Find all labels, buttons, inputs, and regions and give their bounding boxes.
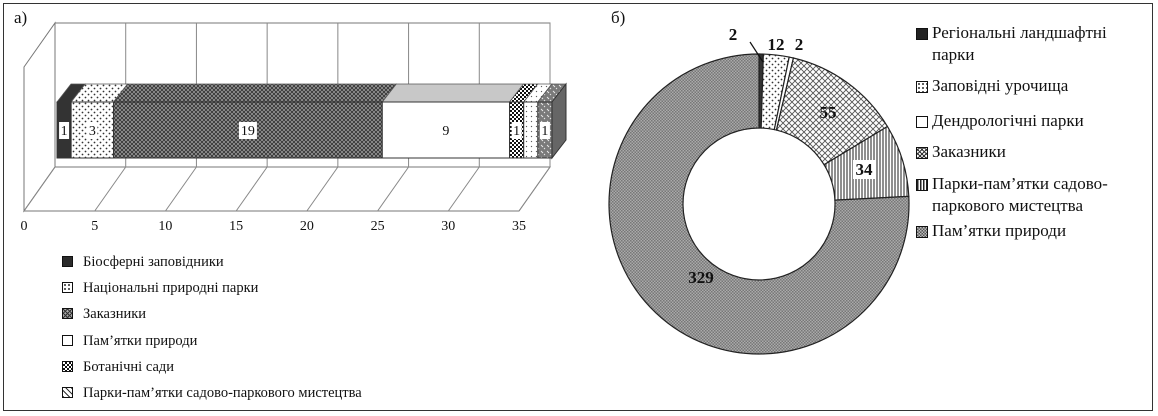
data-label-bg [853,160,875,179]
data-label: 9 [442,124,449,139]
bar-top-face [381,83,525,103]
legend-b-item: Парки-пам’ятки садово-паркового мистецтв… [916,173,1146,217]
legend-a-item: Біосферні заповідники [62,249,362,275]
donut-data-label: 2 [729,25,738,44]
floor-gridline [94,166,127,212]
data-label: 1 [513,124,520,139]
legend-swatch-icon [62,282,73,294]
legend-swatch-icon [916,28,928,40]
panel-a-label: а) [14,8,28,27]
bar-side-face [551,82,567,160]
x-tick-label: 5 [91,219,98,234]
bar-top-face [112,83,398,103]
legend-b-item: Регіональні ландшафтні парки [916,22,1146,66]
donut-data-labels: 2 12 2 55 34 329 [688,25,875,287]
legend-b-label: Заповідні урочища [932,76,1069,95]
legend-a-item: Національні природні парки [62,275,362,301]
legend-a-item: Ботанічні сади [62,354,362,380]
x-tick-label: 35 [512,219,526,234]
legend-b-item: Заповідні урочища [916,75,1146,97]
legend-b-label: Парки-пам’ятки садово-паркового мистецтв… [932,174,1108,215]
bar-segment [381,101,511,159]
legend-swatch-icon [916,81,928,93]
data-label-bg [539,122,550,139]
legend-a-item: Пам’ятки природи [62,328,362,354]
legend-a-label: Ботанічні сади [83,358,175,375]
donut-slice [608,53,910,355]
legend-b-label: Регіональні ландшафтні парки [932,23,1107,64]
bar-segment [523,101,539,159]
data-label-bg [238,122,257,139]
data-label: 19 [241,124,255,139]
floor-gridline [165,166,197,212]
legend-a-label: Пам’ятки природи [83,332,198,349]
data-label: 1 [61,124,68,139]
legend-b-label: Заказники [932,142,1006,161]
legend-b-item: Заказники [916,141,1146,163]
donut-chart: 2 12 2 55 34 329 [608,25,910,355]
data-label-bg [59,122,70,139]
legend-a-label: Парки-пам’ятки садово-паркового мистецтв… [83,385,362,402]
legend-swatch-icon [62,256,73,267]
leader-line [749,41,764,63]
donut-data-label: 2 [795,35,804,54]
legend-swatch-icon [62,334,73,346]
x-tick-label: 10 [158,219,172,234]
x-tick-label: 30 [441,219,455,234]
data-label: 3 [89,124,96,139]
floor-gridline [23,166,56,212]
floor-gridline [235,166,268,212]
panel-b-label: б) [611,8,626,27]
stacked-bar-chart: 1 3 19 9 1 1 0 5 10 15 20 25 30 35 [21,21,567,234]
data-label-bg [87,122,98,139]
x-tick-label: 0 [21,219,28,234]
legend-swatch-icon [916,179,928,191]
data-label-bg [511,122,522,139]
legend-swatch-icon [916,147,928,159]
x-tick-label: 15 [229,219,243,234]
x-tick-label: 20 [300,219,314,234]
legend-swatch-icon [62,360,73,372]
donut-data-label: 55 [820,103,837,122]
data-label: 1 [541,124,548,139]
bar-segments: 1 3 19 9 1 1 [56,82,567,160]
floor-gridline [518,166,551,212]
floor-gridline [447,166,480,212]
floor-gridline [377,166,409,212]
legend-swatch-icon [62,387,73,399]
donut-data-label: 329 [688,268,714,287]
legend-a-label: Біосферні заповідники [83,254,224,270]
legend-a-label: Національні природні парки [83,280,259,297]
x-tick-labels: 0 5 10 15 20 25 30 35 [21,219,527,234]
legend-b-label: Дендрологічні парки [932,111,1084,130]
legend-swatch-icon [916,226,928,238]
legend-swatch-icon [916,116,928,128]
legend-a-label: Заказники [83,306,147,323]
donut-data-label: 12 [768,35,785,54]
legend-b-item: Дендрологічні парки [916,110,1146,132]
legend-b-item: Пам’ятки природи [916,220,1146,242]
legend-swatch-icon [62,308,73,320]
legend-b-label: Пам’ятки природи [932,221,1067,240]
floor-gridline [306,166,339,212]
legend-a-item: Парки-пам’ятки садово-паркового мистецтв… [62,380,362,406]
donut-slices [608,53,910,355]
floor [23,166,551,212]
x-tick-label: 25 [371,219,385,234]
donut-data-label: 34 [856,160,874,179]
legend-a-item: Заказники [62,301,362,327]
